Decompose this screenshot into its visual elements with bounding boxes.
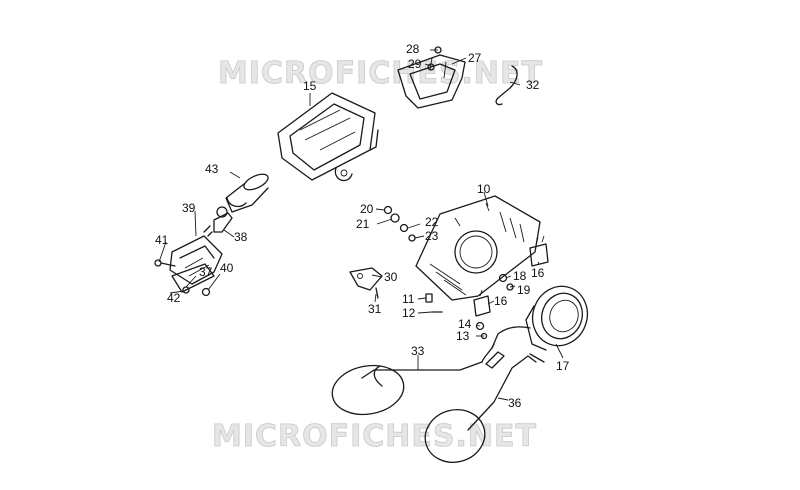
- callout-14: 14: [458, 317, 472, 331]
- callout-21: 21: [356, 217, 370, 231]
- callout-37: 37: [199, 265, 213, 279]
- part-22-nut[interactable]: [399, 223, 409, 233]
- callout-16-lower: 16: [494, 294, 508, 308]
- part-23-screw[interactable]: [408, 234, 416, 242]
- callout-16-right: 16: [531, 266, 545, 280]
- leader-lines: [158, 49, 564, 401]
- callout-17: 17: [556, 359, 570, 373]
- callout-22: 22: [425, 215, 439, 229]
- part-32-hook[interactable]: [495, 65, 518, 106]
- callout-43: 43: [205, 162, 219, 176]
- part-19-socket[interactable]: [506, 283, 514, 291]
- callout-36: 36: [508, 396, 522, 410]
- callout-12: 12: [402, 306, 416, 320]
- callout-30: 30: [384, 270, 398, 284]
- callout-32: 32: [526, 78, 540, 92]
- part-33-cable-connector[interactable]: [485, 351, 505, 369]
- part-37-mounting-plate[interactable]: [171, 263, 215, 293]
- part-21-washer[interactable]: [390, 213, 400, 223]
- callout-23: 23: [425, 229, 439, 243]
- part-41-bolt[interactable]: [154, 259, 176, 267]
- part-14-bulb[interactable]: [475, 321, 485, 331]
- part-29-washer[interactable]: [427, 63, 435, 71]
- part-43-cylinder-cover[interactable]: [225, 171, 270, 213]
- callout-11: 11: [402, 292, 415, 306]
- part-11-clip[interactable]: [425, 293, 433, 303]
- callout-41: 41: [155, 233, 169, 247]
- callout-20: 20: [360, 202, 374, 216]
- callout-39: 39: [182, 201, 196, 215]
- part-31-screw[interactable]: [375, 287, 379, 299]
- part-20-screw[interactable]: [383, 205, 393, 215]
- part-10-instrument-plate[interactable]: [415, 195, 541, 301]
- part-15-housing-tray[interactable]: [277, 92, 379, 182]
- part-16-switch-right[interactable]: [529, 235, 549, 267]
- part-40-nut[interactable]: [201, 287, 211, 297]
- callout-31: 31: [368, 302, 382, 316]
- callout-38: 38: [234, 230, 248, 244]
- callout-40: 40: [220, 261, 234, 275]
- callout-13: 13: [456, 329, 470, 343]
- part-33-mirror-left[interactable]: [328, 343, 495, 420]
- watermark-bottom: MICROFICHES.NET: [212, 419, 537, 454]
- callout-28: 28: [406, 42, 420, 56]
- callout-18: 18: [513, 269, 527, 283]
- part-38-ignition-key[interactable]: [203, 206, 233, 237]
- part-36-mirror-right[interactable]: [419, 353, 545, 469]
- callout-33: 33: [411, 344, 425, 358]
- part-17-speedometer[interactable]: [491, 279, 596, 354]
- part-16-switch-lower[interactable]: [473, 289, 491, 317]
- callout-10: 10: [477, 182, 491, 196]
- callout-15: 15: [303, 79, 317, 93]
- callout-27: 27: [468, 51, 482, 65]
- part-30-clip[interactable]: [349, 267, 383, 291]
- callout-29: 29: [408, 57, 422, 71]
- watermark-top: MICROFICHES.NET: [218, 56, 543, 91]
- part-39-ignition-switch[interactable]: [169, 235, 223, 285]
- callout-42: 42: [167, 291, 181, 305]
- callout-19: 19: [517, 283, 531, 297]
